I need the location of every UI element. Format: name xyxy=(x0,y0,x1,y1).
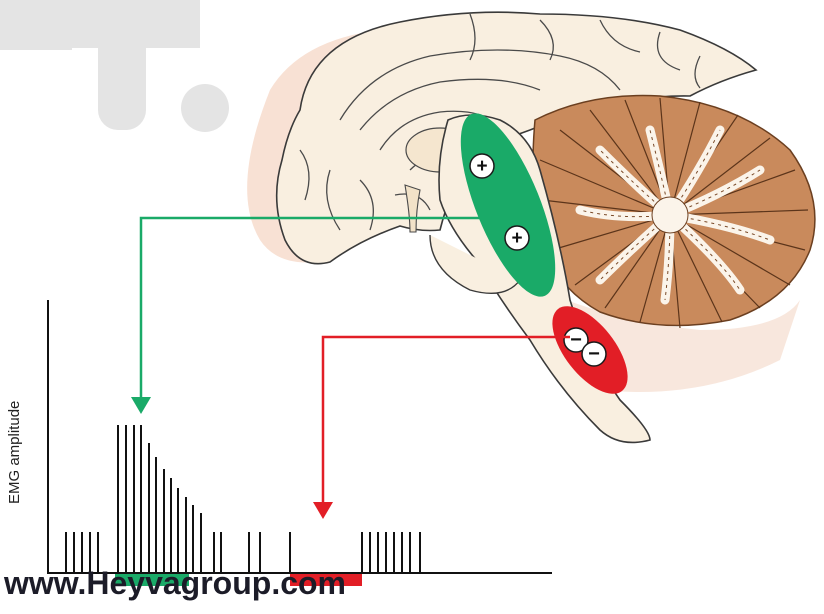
excitatory-symbol-1: + xyxy=(470,154,494,178)
inhibitory-arrow-line xyxy=(323,337,570,503)
excitatory-arrowhead xyxy=(131,397,151,414)
watermark-url: www.Heyvagroup.com xyxy=(4,565,346,602)
y-axis-label: EMG amplitude xyxy=(6,404,26,504)
emg-spike-train xyxy=(66,425,420,572)
inhibitory-arrowhead xyxy=(313,502,333,519)
inhibitory-symbol-2: − xyxy=(582,342,606,366)
cerebellum xyxy=(533,96,815,329)
svg-text:−: − xyxy=(588,343,600,365)
svg-text:−: − xyxy=(570,329,582,351)
svg-text:+: + xyxy=(476,156,487,177)
watermark-logo xyxy=(0,0,229,132)
excitatory-symbol-2: + xyxy=(505,226,529,250)
svg-text:+: + xyxy=(511,228,522,249)
